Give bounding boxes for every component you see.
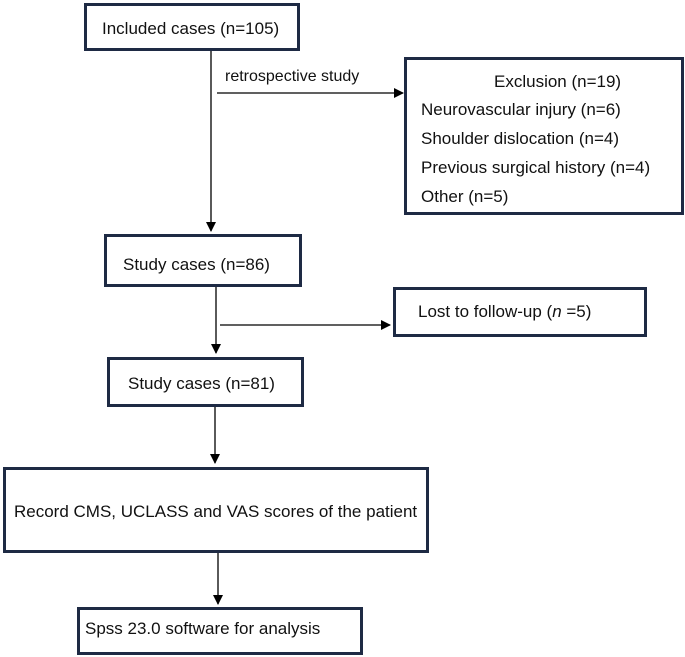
- exclusion-title: Exclusion (n=19): [494, 72, 622, 91]
- retrospective-study-label: retrospective study: [225, 68, 360, 85]
- lost-follow-up-label: Lost to follow-up (n =5): [418, 301, 591, 323]
- study-cases-81-box: Study cases (n=81): [107, 357, 304, 407]
- analysis-box: Spss 23.0 software for analysis: [77, 607, 363, 655]
- lost-follow-up-box: Lost to follow-up (n =5): [393, 287, 647, 337]
- lost-follow-up-n: n: [552, 302, 562, 321]
- exclusion-item: Shoulder dislocation (n=4): [421, 129, 619, 148]
- study-cases-86-label: Study cases (n=86): [123, 255, 270, 274]
- exclusion-item: Other (n=5): [421, 187, 509, 206]
- exclusion-item: Neurovascular injury (n=6): [421, 100, 621, 119]
- study-cases-86-box: Study cases (n=86): [104, 234, 302, 287]
- study-cases-81-label: Study cases (n=81): [128, 374, 275, 393]
- lost-follow-up-suffix: =5): [561, 302, 592, 321]
- record-scores-box: Record CMS, UCLASS and VAS scores of the…: [3, 467, 429, 553]
- exclusion-item: Previous surgical history (n=4): [421, 158, 651, 177]
- record-scores-label: Record CMS, UCLASS and VAS scores of the…: [14, 502, 418, 521]
- exclusion-box: Exclusion (n=19) Neurovascular injury (n…: [404, 57, 684, 215]
- lost-follow-up-prefix: Lost to follow-up (: [418, 302, 553, 321]
- analysis-label: Spss 23.0 software for analysis: [85, 619, 321, 638]
- included-cases-box: Included cases (n=105): [84, 3, 300, 51]
- included-cases-label: Included cases (n=105): [102, 19, 280, 38]
